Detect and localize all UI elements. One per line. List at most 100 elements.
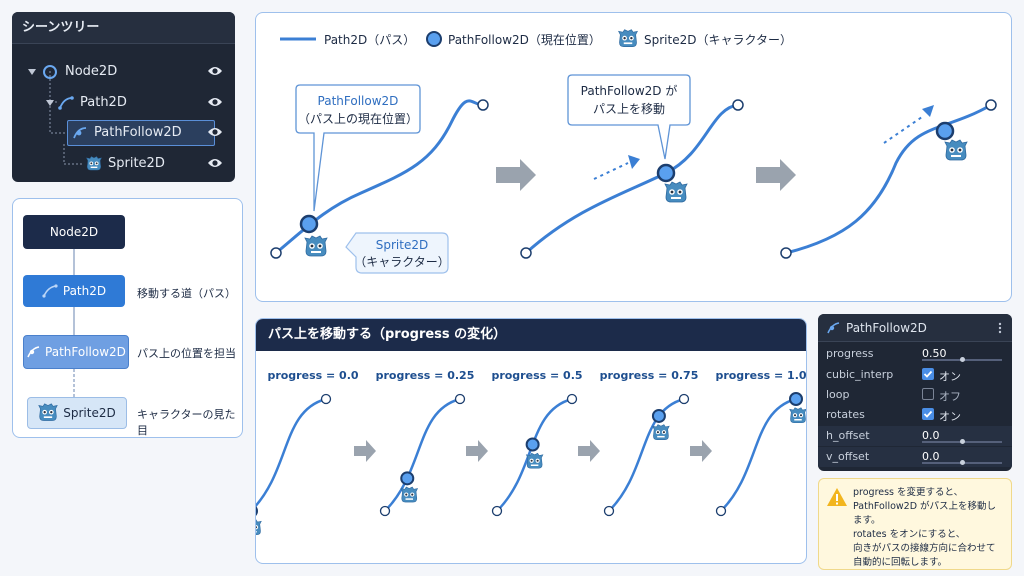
prop-value[interactable]: 0.50 xyxy=(922,347,947,360)
pathfollow-point xyxy=(299,214,319,234)
h-offset-slider[interactable] xyxy=(922,439,1002,444)
path-start-point xyxy=(715,505,727,517)
legend-sprite-label: Sprite2D（キャラクター） xyxy=(644,33,792,47)
pathfollow-point xyxy=(525,437,540,452)
info-note: progress を変更すると、 PathFollow2D がパス上を移動します… xyxy=(818,478,1012,570)
tree-item-path2d[interactable]: Path2D xyxy=(12,90,235,116)
progress-step-label: progress = 0.25 xyxy=(376,369,475,382)
follow-callout-line2: （パス上の現在位置） xyxy=(298,111,418,126)
sprite-callout-line2: （キャラクター） xyxy=(354,255,450,269)
diagram-canvas: Path2D（パス） PathFollow2D（現在位置） Sprite2D（キ… xyxy=(270,29,997,274)
prop-loop[interactable]: loop オフ xyxy=(818,385,1012,405)
move-callout-line1: PathFollow2D が xyxy=(581,83,678,98)
tree-item-pathfollow2d[interactable]: PathFollow2D xyxy=(12,120,235,146)
prop-cubic-interp[interactable]: cubic_interp オン xyxy=(818,365,1012,385)
checkbox-checked-icon[interactable] xyxy=(922,368,934,380)
path-start-point xyxy=(379,505,391,517)
godot-sprite-icon xyxy=(526,452,544,469)
path-curve xyxy=(785,103,992,255)
pathfollow2d-icon xyxy=(827,322,840,334)
hierarchy-node-node2d: Node2D xyxy=(23,215,125,249)
hierarchy-node-label: Path2D xyxy=(62,284,107,298)
progress-step: progress = 0.5 xyxy=(491,369,600,517)
tree-item-sprite2d[interactable]: Sprite2D xyxy=(12,151,235,177)
prop-h-offset[interactable]: h_offset 0.0 xyxy=(818,426,1012,446)
progress-step: progress = 0.0 xyxy=(256,369,376,536)
prop-value[interactable]: 0.0 xyxy=(922,429,940,442)
prop-name: rotates xyxy=(826,408,865,421)
prop-name: v_offset xyxy=(826,450,870,463)
prop-v-offset[interactable]: v_offset 0.0 xyxy=(818,447,1012,467)
hierarchy-desc-sprite2d: キャラクターの見た目 xyxy=(137,408,236,437)
checkbox-checked-icon[interactable] xyxy=(922,408,934,420)
motion-arrow-icon xyxy=(628,155,640,169)
godot-sprite-icon xyxy=(304,235,328,257)
path-end-point xyxy=(566,393,578,405)
godot-sprite-icon xyxy=(944,139,968,161)
move-callout-bubble xyxy=(567,74,691,160)
godot-sprite-icon xyxy=(618,29,638,48)
kebab-menu-icon[interactable] xyxy=(998,322,1002,334)
checkbox-unchecked-icon[interactable] xyxy=(922,388,934,400)
tree-item-label: Sprite2D xyxy=(108,156,165,171)
checkbox-label: オン xyxy=(939,370,961,383)
visibility-eye-icon[interactable] xyxy=(207,65,223,77)
collapse-arrow-icon[interactable] xyxy=(46,99,54,107)
path-start-point xyxy=(603,505,615,517)
prop-rotates[interactable]: rotates オン xyxy=(818,405,1012,425)
prop-name: progress xyxy=(826,347,874,360)
tree-item-node2d[interactable]: Node2D xyxy=(12,59,235,85)
step-arrow-icon xyxy=(578,440,600,462)
pathfollow2d-icon xyxy=(73,127,87,139)
progress-slider[interactable] xyxy=(922,357,1002,362)
path-curve xyxy=(720,397,797,512)
warning-icon xyxy=(827,488,847,506)
inspector-header: PathFollow2D xyxy=(818,314,1012,342)
path-end-point xyxy=(477,99,489,111)
step-arrow-icon xyxy=(354,440,376,462)
step-arrow-icon xyxy=(756,159,796,191)
path2d-icon xyxy=(42,284,58,298)
progress-step: progress = 1.0 xyxy=(715,369,806,517)
checkbox-label: オン xyxy=(939,410,961,423)
legend-follow-label: PathFollow2D（現在位置） xyxy=(448,32,601,47)
godot-sprite-icon xyxy=(652,424,670,441)
scene-tree-panel: シーンツリー Node2D Path2D PathFollow2D Sprite… xyxy=(12,12,235,182)
step-arrow-icon xyxy=(466,440,488,462)
selection-highlight xyxy=(67,120,215,146)
checkbox-label: オフ xyxy=(939,390,961,403)
slider-knob[interactable] xyxy=(960,357,965,362)
slider-knob[interactable] xyxy=(960,460,965,465)
note-line: PathFollow2D がパス上を移動します。 xyxy=(853,501,997,526)
inspector-panel: PathFollow2D progress 0.50 cubic_interp … xyxy=(818,314,1012,471)
motion-arrow-icon xyxy=(922,105,934,117)
collapse-arrow-icon[interactable] xyxy=(28,68,36,76)
path-end-point xyxy=(985,99,997,111)
follow-callout-line1: PathFollow2D xyxy=(318,94,399,108)
hierarchy-node-label: PathFollow2D xyxy=(45,345,126,359)
path-curve xyxy=(256,397,327,508)
path-follow-diagram: Path2D（パス） PathFollow2D（現在位置） Sprite2D（キ… xyxy=(255,12,1012,302)
prop-progress[interactable]: progress 0.50 xyxy=(818,344,1012,364)
godot-sprite-icon xyxy=(664,181,688,203)
v-offset-slider[interactable] xyxy=(922,460,1002,465)
godot-sprite-icon xyxy=(86,156,102,171)
path2d-icon xyxy=(58,96,74,110)
motion-trail xyxy=(883,116,923,144)
prop-value[interactable]: 0.0 xyxy=(922,450,940,463)
node2d-circle-icon xyxy=(43,65,57,79)
visibility-eye-icon[interactable] xyxy=(207,157,223,169)
hierarchy-desc-pathfollow2d: パス上の位置を担当 xyxy=(137,347,236,360)
slider-knob[interactable] xyxy=(960,439,965,444)
hierarchy-desc-path2d: 移動する道（パス） xyxy=(137,287,236,300)
path-end-point xyxy=(678,393,690,405)
prop-name: loop xyxy=(826,388,850,401)
visibility-eye-icon[interactable] xyxy=(207,126,223,138)
path-start-point xyxy=(780,247,792,259)
pathfollow-point xyxy=(935,121,955,141)
visibility-eye-icon[interactable] xyxy=(207,96,223,108)
godot-sprite-icon xyxy=(789,407,806,424)
